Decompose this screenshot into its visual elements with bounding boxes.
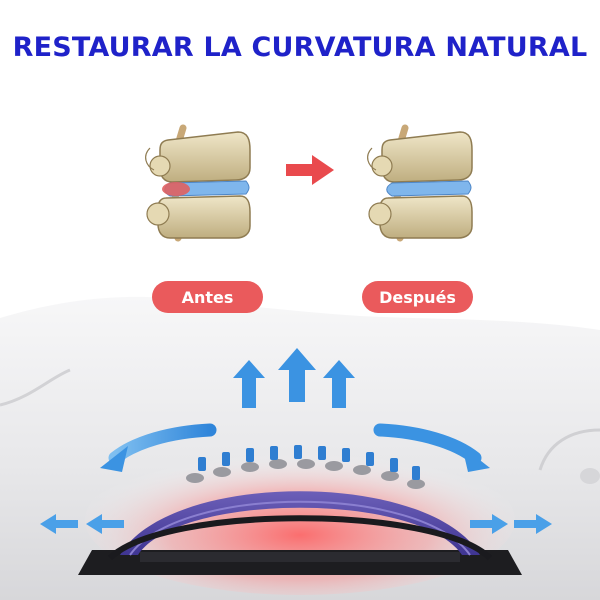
curved-arrow-icon <box>100 423 490 472</box>
spine-before-illustration <box>145 124 251 242</box>
right-arrow-icon <box>286 155 334 185</box>
spine-bumps <box>186 459 425 489</box>
spine-after-illustration <box>367 124 473 242</box>
side-arrow-icon <box>40 514 552 534</box>
massage-nodes <box>198 445 420 480</box>
up-arrow-icon <box>233 348 355 408</box>
back-stretcher-device <box>78 491 522 575</box>
label-after-badge: Después <box>362 281 473 313</box>
page-title: RESTAURAR LA CURVATURA NATURAL <box>12 32 588 63</box>
label-before-badge: Antes <box>152 281 263 313</box>
